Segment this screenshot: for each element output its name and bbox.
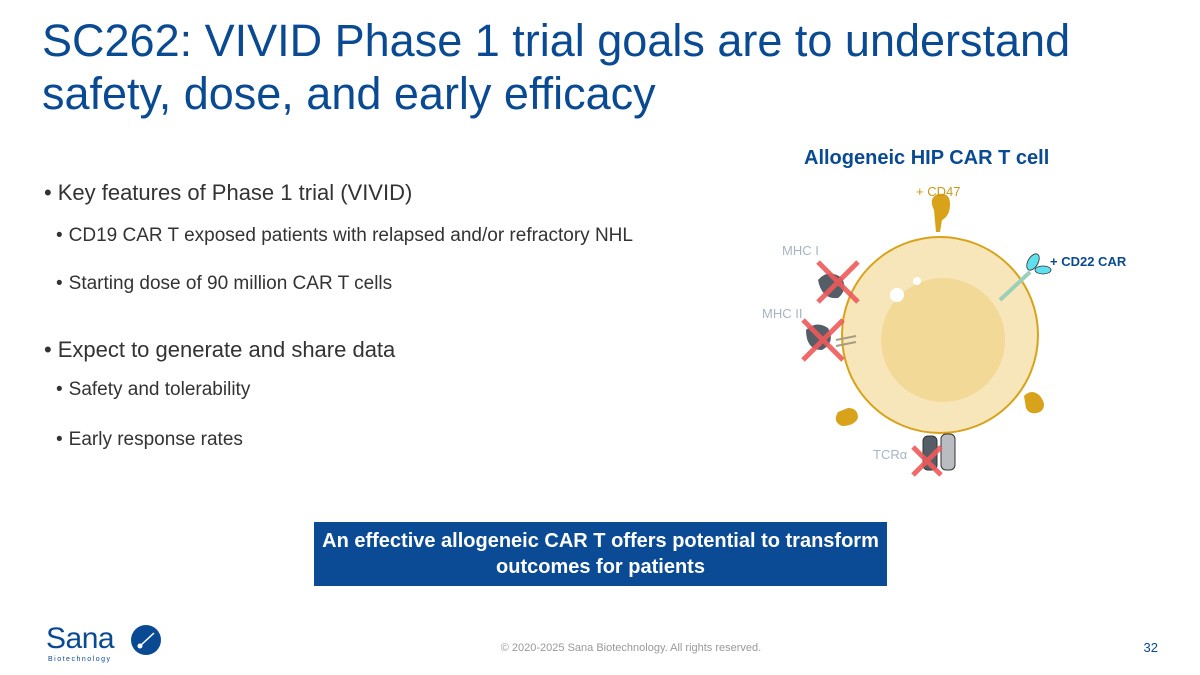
vesicle: [913, 277, 921, 285]
diagram-title: Allogeneic HIP CAR T cell: [804, 147, 1050, 169]
label-mhc2: MHC II: [762, 306, 803, 321]
cell-nucleus: [881, 278, 1005, 402]
sub-bullet: Starting dose of 90 million CAR T cells: [56, 273, 393, 295]
callout-box: An effective allogeneic CAR T offers pot…: [314, 522, 887, 586]
sub-bullet: Early response rates: [56, 429, 243, 451]
copyright: © 2020-2025 Sana Biotechnology. All righ…: [500, 642, 762, 654]
sub-bullet: Safety and tolerability: [56, 379, 251, 401]
bullet-expect: Expect to generate and share data: [44, 337, 396, 363]
label-cd22-car: + CD22 CAR: [1050, 254, 1127, 269]
page-number: 32: [1143, 640, 1158, 655]
logo-subtitle: Biotechnology: [48, 656, 112, 663]
logo-dial-icon: [131, 625, 161, 655]
knockout-cross-icon: [801, 260, 943, 477]
logo-wordmark: Sana: [46, 622, 115, 655]
sub-bullet: CD19 CAR T exposed patients with relapse…: [56, 225, 633, 247]
cd22-car-protein: [998, 253, 1052, 302]
vesicle: [890, 288, 904, 302]
label-tcr: TCRα: [873, 447, 908, 462]
car-t-cell-diagram: [801, 193, 1052, 477]
callout-text: An effective allogeneic CAR T offers pot…: [322, 530, 879, 578]
slide-title: SC262: VIVID Phase 1 trial goals are to …: [42, 15, 1071, 119]
label-cd47: + CD47: [916, 184, 961, 199]
sana-logo: Sana Biotechnology: [46, 624, 166, 668]
label-mhc1: MHC I: [782, 243, 819, 258]
bullet-key-features: Key features of Phase 1 trial (VIVID): [44, 180, 413, 206]
cd47-protein: [835, 193, 1044, 426]
